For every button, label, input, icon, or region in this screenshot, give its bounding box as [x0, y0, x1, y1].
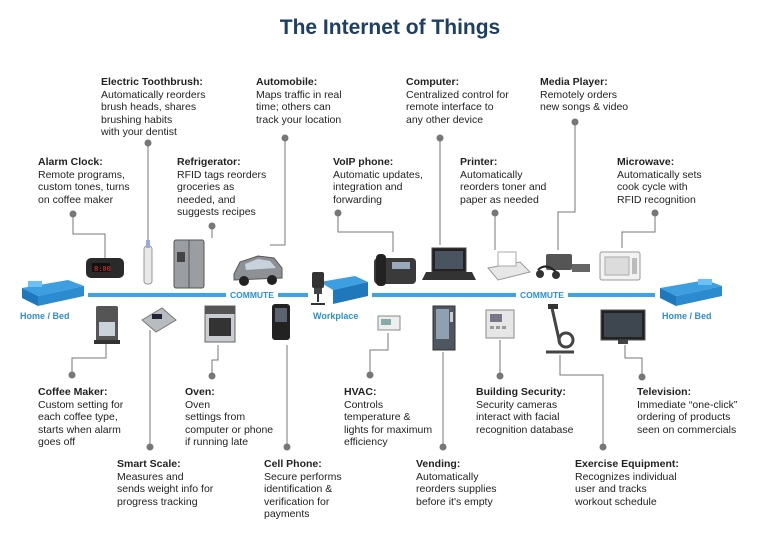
scale-icon — [141, 307, 177, 333]
device-description: Automatically sets cook cycle with RFID … — [617, 168, 702, 206]
car-icon — [233, 255, 283, 286]
device-description: Oven settings from computer or phone if … — [185, 398, 274, 449]
printer-icon — [487, 251, 531, 281]
device-description: Maps traffic in real time; others can tr… — [256, 88, 342, 126]
microwave-icon — [599, 251, 641, 281]
device-label-alarm-clock: Alarm Clock:Remote programs, custom tone… — [38, 156, 130, 206]
device-label-voip-phone: VoIP phone:Automatic updates, integratio… — [333, 156, 423, 206]
device-description: Controls temperature & lights for maximu… — [344, 398, 433, 449]
device-description: Measures and sends weight info for progr… — [117, 470, 214, 508]
connector-voip-phone — [337, 213, 394, 252]
device-description: Automatically reorders brush heads, shar… — [101, 88, 206, 139]
device-label-computer: Computer:Centralized control for remote … — [406, 76, 509, 126]
vending-machine-icon — [432, 305, 456, 351]
device-label-hvac: HVAC:Controls temperature & lights for m… — [344, 386, 432, 449]
device-name: Exercise Equipment: — [575, 458, 679, 470]
device-name: Cell Phone: — [264, 458, 322, 470]
media-player-icon — [536, 254, 590, 279]
device-label-electric-toothbrush: Electric Toothbrush:Automatically reorde… — [101, 76, 205, 139]
commute-label-right: COMMUTE — [516, 290, 568, 300]
device-label-oven: Oven:Oven settings from computer or phon… — [185, 386, 273, 449]
device-description: Centralized control for remote interface… — [406, 88, 509, 126]
device-label-printer: Printer:Automatically reorders toner and… — [460, 156, 546, 206]
device-label-media-player: Media Player:Remotely orders new songs &… — [540, 76, 628, 114]
device-description: Automatically reorders toner and paper a… — [460, 168, 547, 206]
connector-oven — [211, 345, 219, 376]
coffee-maker-icon — [94, 306, 120, 344]
device-name: Smart Scale: — [117, 458, 181, 470]
device-name: Media Player: — [540, 76, 608, 88]
bed-right-icon — [660, 279, 722, 306]
device-name: Coffee Maker: — [38, 386, 108, 398]
device-name: Refrigerator: — [177, 156, 241, 168]
laptop-icon — [422, 247, 476, 280]
device-name: Electric Toothbrush: — [101, 76, 203, 88]
device-description: Automatic updates, integration and forwa… — [333, 168, 423, 206]
device-label-smart-scale: Smart Scale:Measures and sends weight in… — [117, 458, 213, 508]
device-description: Immediate “one-click” ordering of produc… — [637, 398, 738, 436]
device-label-automobile: Automobile:Maps traffic in real time; ot… — [256, 76, 342, 126]
device-name: Microwave: — [617, 156, 675, 168]
place-label-home-right: Home / Bed — [662, 311, 712, 321]
connector-media-player — [557, 122, 576, 250]
connector-television — [624, 345, 643, 377]
device-description: Security cameras interact with facial re… — [476, 398, 574, 436]
device-description: Remotely orders new songs & video — [540, 88, 629, 114]
svg-text:8:00: 8:00 — [94, 265, 111, 273]
device-name: Oven: — [185, 386, 215, 398]
device-label-vending: Vending:Automatically reorders supplies … — [416, 458, 497, 508]
device-name: VoIP phone: — [333, 156, 394, 168]
security-panel-icon — [485, 309, 515, 339]
device-label-cell-phone: Cell Phone:Secure performs identificatio… — [264, 458, 342, 521]
device-label-coffee-maker: Coffee Maker:Custom setting for each cof… — [38, 386, 123, 449]
device-description: Remote programs, custom tones, turns on … — [38, 168, 130, 206]
cell-phone-icon — [272, 304, 290, 340]
bed-left-icon — [22, 280, 84, 306]
connector-microwave — [621, 213, 656, 248]
connector-exercise-equipment — [559, 355, 604, 447]
connector-hvac — [369, 333, 389, 375]
exercise-bike-icon — [546, 304, 575, 354]
place-label-home-left: Home / Bed — [20, 311, 70, 321]
device-name: Automobile: — [256, 76, 318, 88]
device-label-refrigerator: Refrigerator:RFID tags reorders grocerie… — [177, 156, 266, 219]
desk-phone-icon — [374, 254, 416, 286]
device-description: Automatically reorders supplies before i… — [416, 470, 497, 508]
connector-automobile — [270, 138, 286, 246]
refrigerator-icon — [173, 239, 205, 289]
device-label-microwave: Microwave:Automatically sets cook cycle … — [617, 156, 702, 206]
thermostat-icon — [377, 315, 401, 331]
place-label-workplace: Workplace — [313, 311, 359, 321]
device-description: RFID tags reorders groceries as needed, … — [177, 168, 267, 219]
connectors — [68, 118, 659, 451]
device-label-television: Television:Immediate “one-click” orderin… — [637, 386, 737, 436]
alarm-clock-icon: 8:00 — [86, 258, 124, 278]
device-name: Television: — [637, 386, 692, 398]
device-name: HVAC: — [344, 386, 377, 398]
commute-label-left: COMMUTE — [226, 290, 278, 300]
connector-coffee-maker — [71, 342, 107, 375]
diagram-title: The Internet of Things — [279, 16, 501, 39]
connector-alarm-clock — [72, 214, 106, 258]
toothbrush-icon — [143, 240, 153, 285]
device-description: Recognizes individual user and tracks wo… — [575, 470, 677, 508]
device-name: Computer: — [406, 76, 460, 88]
device-description: Secure performs identification & verific… — [264, 470, 342, 521]
device-label-building-security: Building Security:Security cameras inter… — [476, 386, 574, 436]
device-name: Building Security: — [476, 386, 566, 398]
workplace-desk-icon — [311, 272, 368, 305]
device-label-exercise-equipment: Exercise Equipment:Recognizes individual… — [575, 458, 679, 508]
device-description: Custom setting for each coffee type, sta… — [38, 398, 124, 449]
oven-icon — [204, 305, 236, 343]
device-name: Printer: — [460, 156, 498, 168]
television-icon — [600, 309, 646, 344]
device-name: Alarm Clock: — [38, 156, 103, 168]
device-name: Vending: — [416, 458, 461, 470]
